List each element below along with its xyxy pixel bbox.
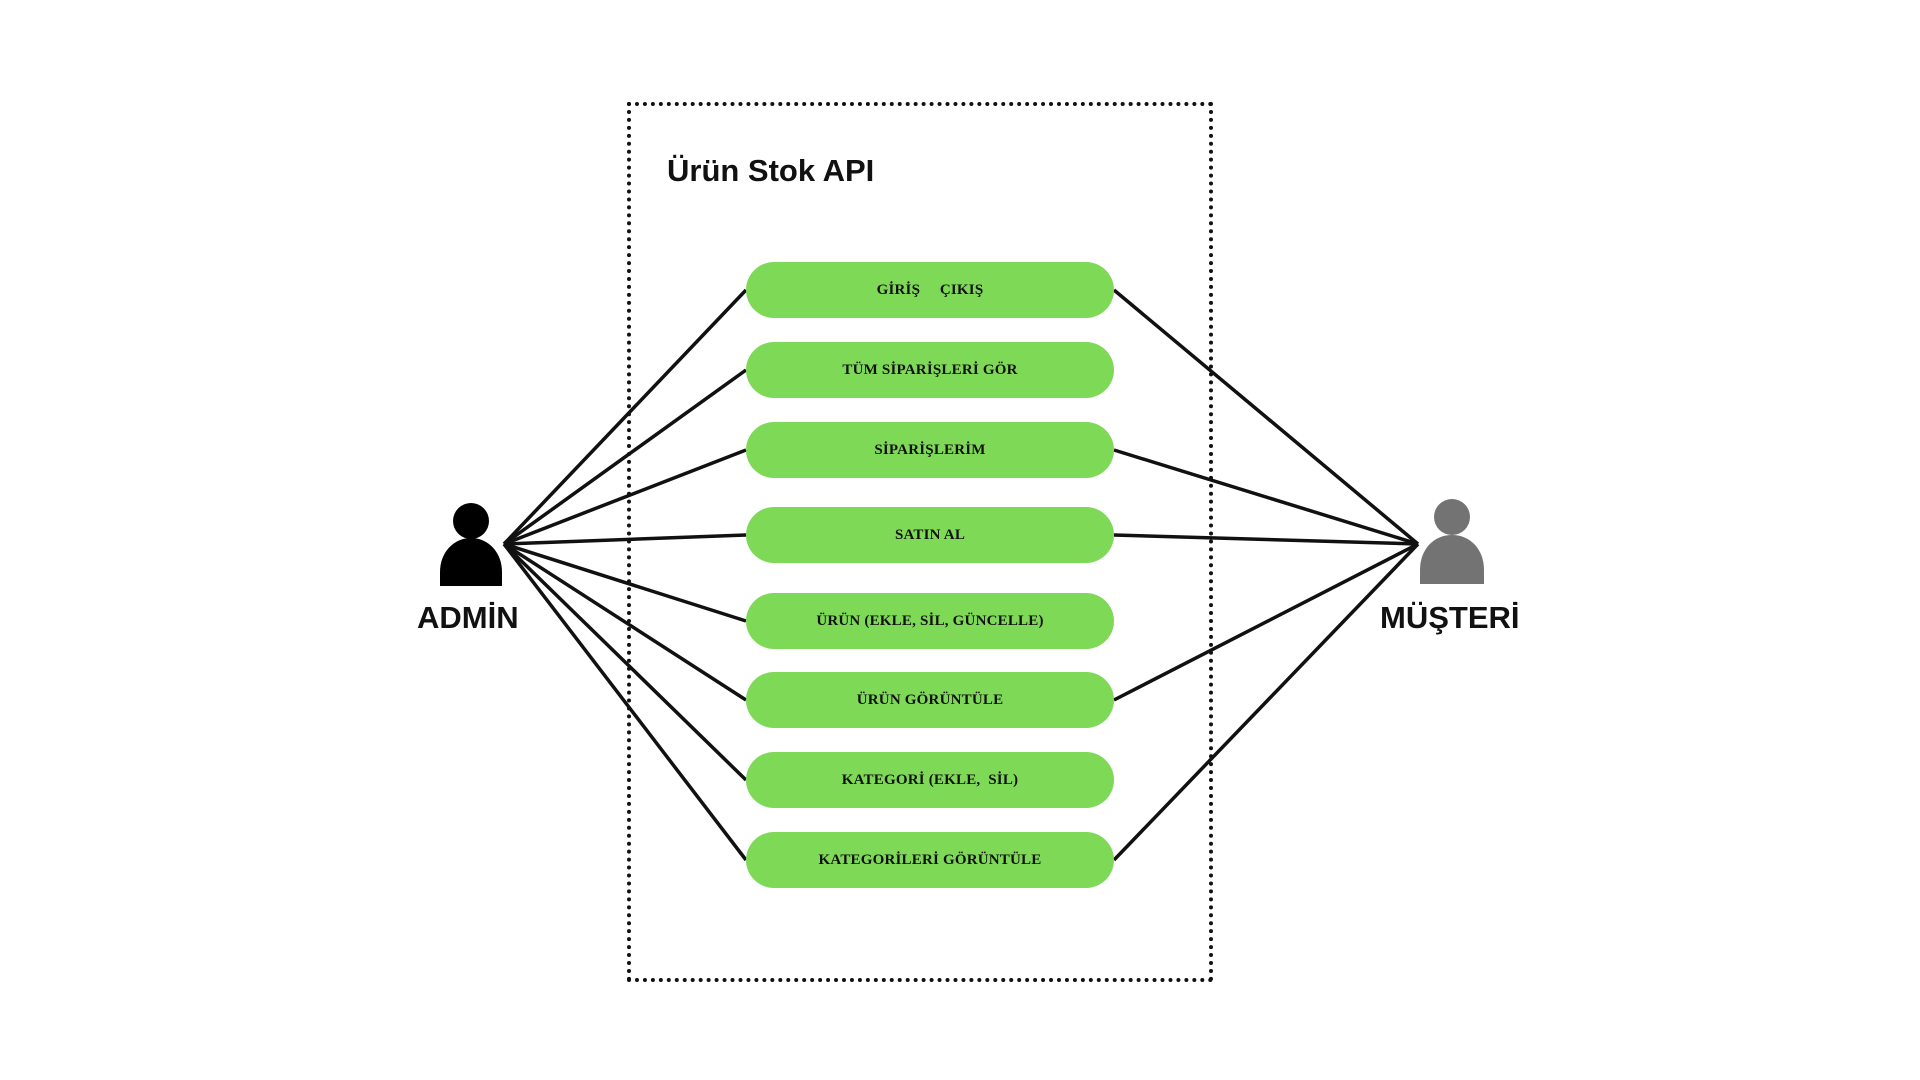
admin-association-line [503,542,747,623]
admin-association-line [503,542,747,702]
customer-association-line [1112,288,1420,546]
admin-user-icon [440,503,502,586]
use-case-my-orders[interactable]: SİPARİŞLERİM [746,422,1114,478]
use-case-category-manage[interactable]: KATEGORİ (EKLE, SİL) [746,752,1114,808]
admin-association-line [502,542,748,862]
customer-label: MÜŞTERİ [1380,600,1520,635]
use-case-label: ÜRÜN (EKLE, SİL, GÜNCELLE) [816,612,1044,629]
use-case-label: KATEGORİLERİ GÖRÜNTÜLE [818,851,1042,868]
use-case-categories-view[interactable]: KATEGORİLERİ GÖRÜNTÜLE [746,832,1114,888]
use-case-label: GİRİŞ ÇIKIŞ [876,281,984,298]
system-boundary [627,102,1213,982]
use-case-product-manage[interactable]: ÜRÜN (EKLE, SİL, GÜNCELLE) [746,593,1114,649]
customer-user-icon [1420,499,1484,584]
use-case-product-view[interactable]: ÜRÜN GÖRÜNTÜLE [746,672,1114,728]
use-case-label: SATIN AL [894,526,966,543]
customer-association-line [1113,542,1419,702]
admin-association-line [502,542,748,782]
customer-association-line [1113,448,1419,546]
use-case-label: TÜM SİPARİŞLERİ GÖR [842,361,1018,378]
admin-association-line [503,533,747,546]
customer-association-line [1112,542,1420,862]
admin-label: ADMİN [417,600,519,635]
use-case-label: ÜRÜN GÖRÜNTÜLE [856,691,1004,708]
admin-association-line [502,288,748,546]
admin-association-line [502,368,748,546]
system-title: Ürün Stok API [667,153,875,188]
use-case-label: SİPARİŞLERİM [874,441,986,458]
use-case-view-all-orders[interactable]: TÜM SİPARİŞLERİ GÖR [746,342,1114,398]
customer-association-line [1113,533,1419,546]
admin-association-line [503,448,747,546]
use-case-label: KATEGORİ (EKLE, SİL) [841,771,1019,788]
use-case-login-logout[interactable]: GİRİŞ ÇIKIŞ [746,262,1114,318]
use-case-purchase[interactable]: SATIN AL [746,507,1114,563]
